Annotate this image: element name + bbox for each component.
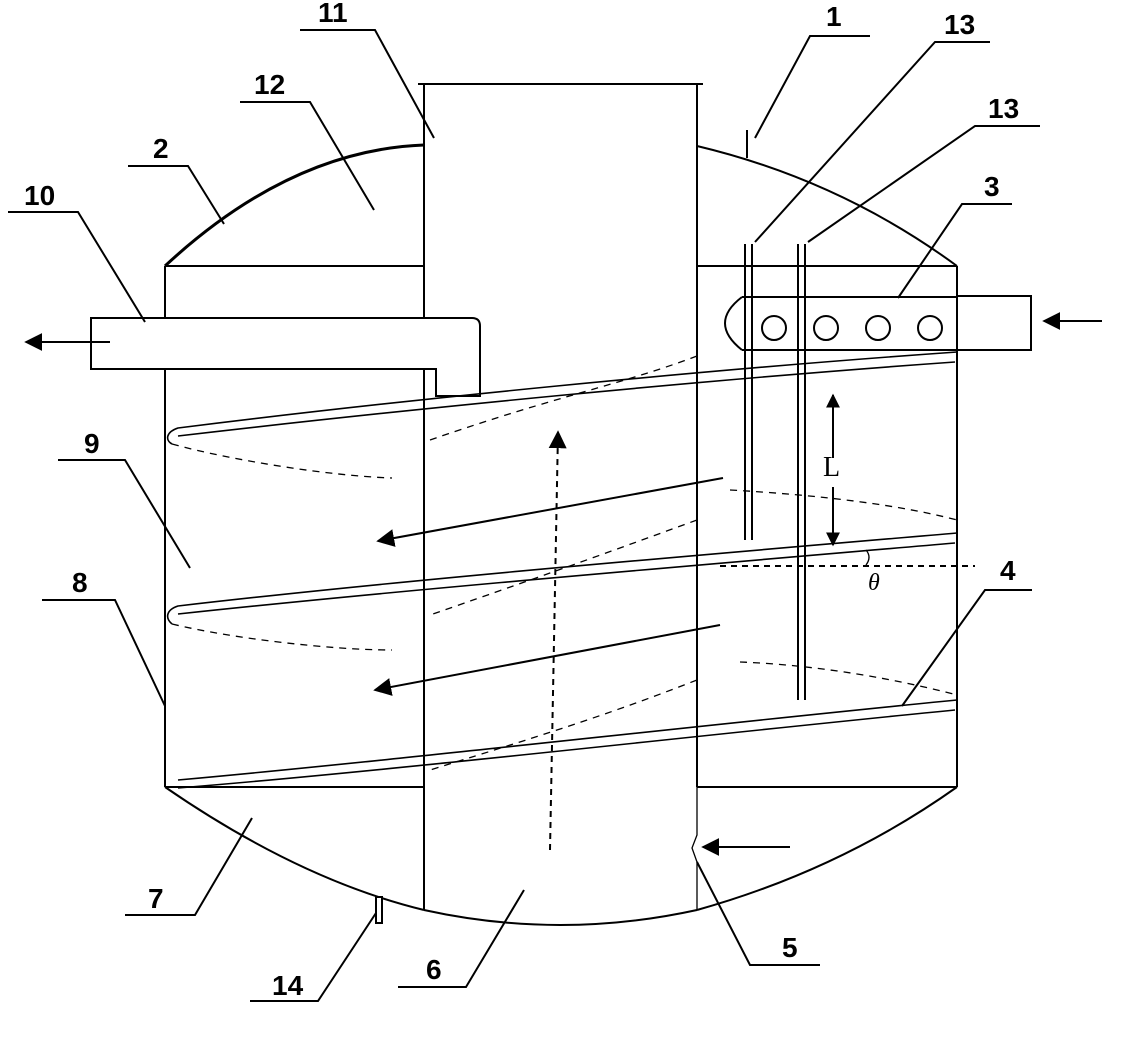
leader-lines — [8, 29, 1040, 1002]
label-13-upper: 13 — [944, 9, 975, 40]
angle-symbol: θ — [868, 570, 880, 596]
drain-nozzle — [375, 896, 383, 924]
label-13-lower: 13 — [988, 93, 1019, 124]
inlet-distributor — [724, 295, 1032, 351]
flow-arrows — [24, 312, 1102, 856]
inlet-hole — [813, 315, 839, 341]
label-12: 12 — [254, 69, 285, 100]
nozzles — [375, 130, 748, 924]
label-5: 5 — [782, 932, 798, 963]
dimension-annotations: L θ — [720, 393, 975, 596]
label-7: 7 — [148, 883, 164, 914]
label-8: 8 — [72, 567, 88, 598]
label-9: 9 — [84, 428, 100, 459]
label-6: 6 — [426, 954, 442, 985]
label-1: 1 — [826, 1, 842, 32]
top-head — [163, 143, 958, 268]
rods — [744, 244, 806, 700]
inlet-hole — [917, 315, 943, 341]
part-labels: 11 12 2 10 1 13 13 3 4 9 8 7 5 6 14 — [24, 0, 1019, 1001]
inlet-hole — [761, 315, 787, 341]
label-10: 10 — [24, 180, 55, 211]
central-pipe — [418, 83, 703, 910]
inlet-hole — [865, 315, 891, 341]
outlet-pipe — [90, 317, 481, 397]
label-4: 4 — [1000, 555, 1016, 586]
label-2: 2 — [153, 133, 169, 164]
length-symbol: L — [823, 452, 840, 483]
label-11: 11 — [318, 0, 348, 28]
swirl-arrow-lower — [373, 624, 721, 696]
bottom-head — [164, 786, 958, 926]
label-14: 14 — [272, 970, 304, 1001]
swirl-arrow-upper — [376, 477, 724, 547]
helical-plates — [166, 351, 958, 789]
up-flow-arrow — [548, 430, 567, 851]
label-3: 3 — [984, 171, 1000, 202]
